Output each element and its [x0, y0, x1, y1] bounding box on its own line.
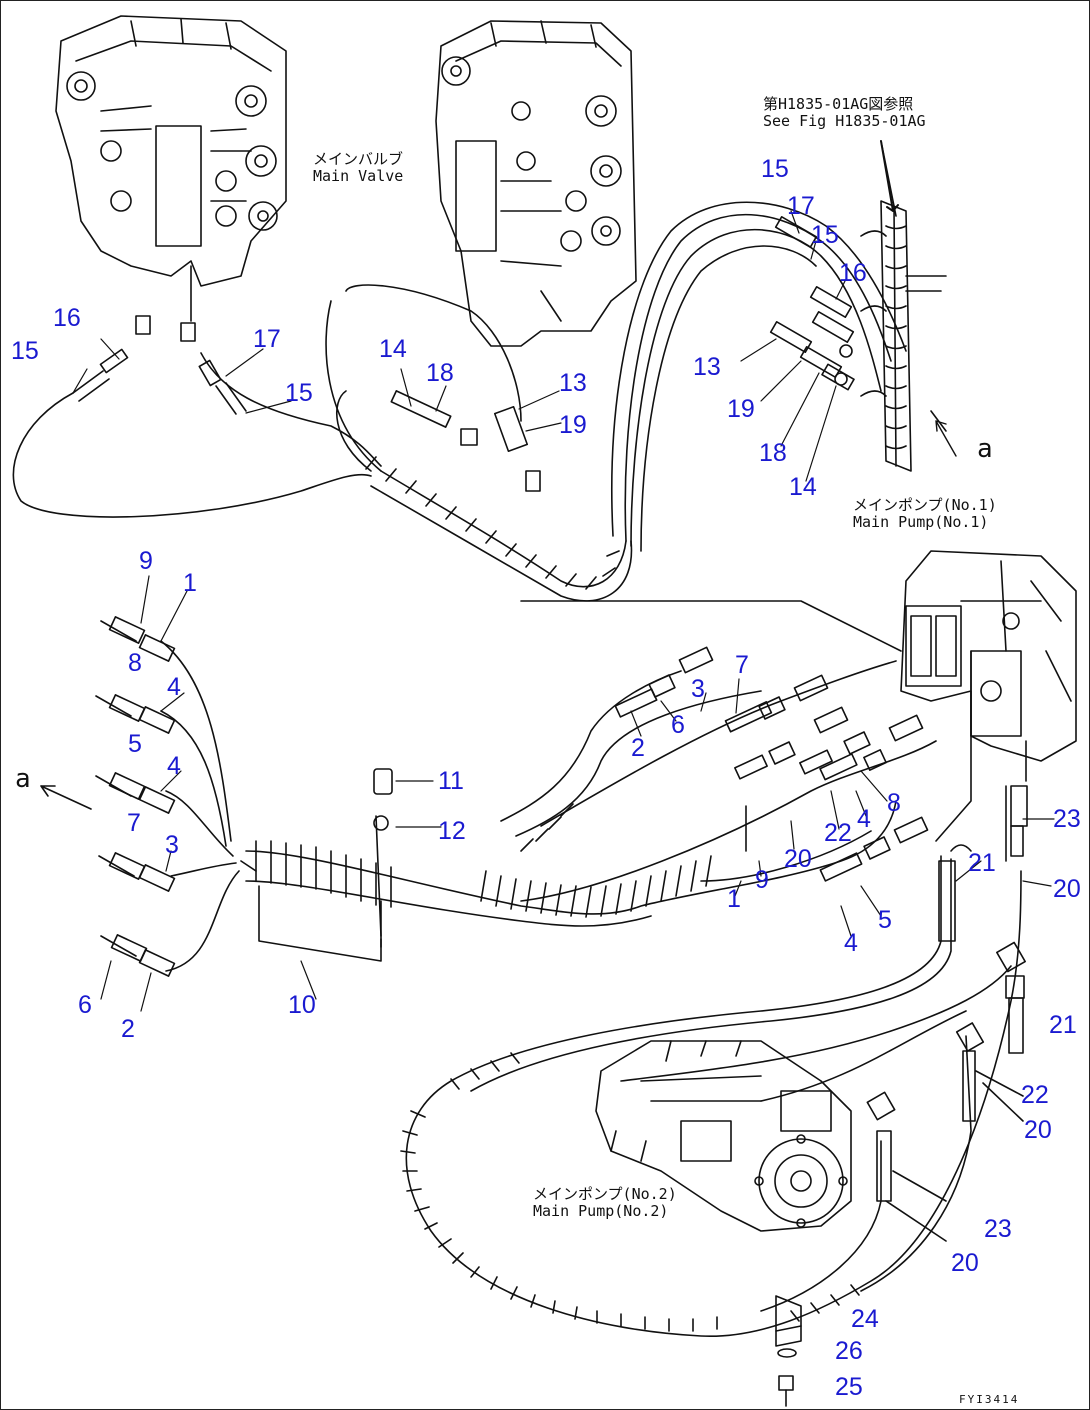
- callout-15: 15: [811, 221, 839, 249]
- lower-hose-bundle: [95, 600, 1007, 977]
- callout-18: 18: [759, 439, 787, 467]
- callout-20: 20: [784, 845, 812, 873]
- callout-9: 9: [755, 866, 769, 894]
- callout-12: 12: [438, 817, 466, 845]
- callout-6: 6: [78, 991, 92, 1019]
- callout-23: 23: [984, 1215, 1012, 1243]
- callout-14: 14: [789, 473, 817, 501]
- callout-2: 2: [121, 1015, 135, 1043]
- callout-22: 22: [824, 819, 852, 847]
- callout-6: 6: [671, 711, 685, 739]
- callout-11: 11: [438, 767, 464, 795]
- view-letter-right: a: [977, 434, 993, 464]
- callout-4: 4: [857, 805, 871, 833]
- main-valve-label-jp: メインバルブ: [313, 150, 404, 168]
- callout-23: 23: [1053, 805, 1081, 833]
- callout-21: 21: [1049, 1011, 1077, 1039]
- main-pump-1-label-en: Main Pump(No.1): [853, 513, 989, 532]
- reference-note: 第H1835-01AG図参照 See Fig H1835-01AG: [763, 95, 926, 131]
- main-pump-2-label: メインポンプ(No.2) Main Pump(No.2): [533, 1185, 677, 1221]
- callout-1: 1: [727, 885, 741, 913]
- main-valve-label-en: Main Valve: [313, 167, 404, 186]
- callout-24: 24: [851, 1305, 879, 1333]
- callout-18: 18: [426, 359, 454, 387]
- callout-16: 16: [53, 304, 81, 332]
- callout-13: 13: [693, 353, 721, 381]
- reference-note-en: See Fig H1835-01AG: [763, 112, 926, 131]
- callout-3: 3: [165, 831, 179, 859]
- main-valve-left-drawing: [55, 15, 287, 322]
- callout-26: 26: [835, 1337, 863, 1365]
- callout-5: 5: [128, 730, 142, 758]
- main-pump-1-label-jp: メインポンプ(No.1): [853, 496, 997, 514]
- callout-25: 25: [835, 1373, 863, 1401]
- view-letter-left: a: [15, 764, 31, 794]
- callout-2: 2: [631, 734, 645, 762]
- callout-15: 15: [11, 337, 39, 365]
- callout-20: 20: [1024, 1116, 1052, 1144]
- callout-8: 8: [128, 649, 142, 677]
- callout-20: 20: [951, 1249, 979, 1277]
- lower-loop-hoses: [400, 785, 1028, 1407]
- callout-14: 14: [379, 335, 407, 363]
- callout-4: 4: [167, 673, 181, 701]
- callout-3: 3: [691, 675, 705, 703]
- main-valve-label: メインバルブ Main Valve: [313, 150, 404, 186]
- callout-17: 17: [787, 192, 815, 220]
- main-pump-1-drawing: [900, 550, 1077, 842]
- callout-10: 10: [288, 991, 316, 1019]
- figure-code: FYI3414: [959, 1393, 1020, 1406]
- upper-hose-bundle: [12, 201, 907, 602]
- callout-8: 8: [887, 789, 901, 817]
- callout-13: 13: [559, 369, 587, 397]
- clamp-strip: [860, 140, 947, 472]
- main-pump-1-label: メインポンプ(No.1) Main Pump(No.1): [853, 496, 997, 532]
- callout-4: 4: [844, 929, 858, 957]
- callout-16: 16: [839, 259, 867, 287]
- callout-19: 19: [559, 411, 587, 439]
- callout-5: 5: [878, 906, 892, 934]
- callout-7: 7: [735, 651, 749, 679]
- main-pump-2-label-jp: メインポンプ(No.2): [533, 1185, 677, 1203]
- main-pump-2-label-en: Main Pump(No.2): [533, 1202, 669, 1221]
- callout-7: 7: [127, 809, 141, 837]
- callout-15: 15: [285, 379, 313, 407]
- main-valve-center-drawing: [435, 20, 637, 347]
- callout-20: 20: [1053, 875, 1081, 903]
- callout-1: 1: [183, 569, 197, 597]
- callout-15: 15: [761, 155, 789, 183]
- callout-22: 22: [1021, 1081, 1049, 1109]
- callout-17: 17: [253, 325, 281, 353]
- reference-note-jp: 第H1835-01AG図参照: [763, 95, 914, 113]
- callout-4: 4: [167, 752, 181, 780]
- callout-9: 9: [139, 547, 153, 575]
- callout-21: 21: [968, 849, 996, 877]
- main-pump-2-drawing: [595, 1040, 852, 1232]
- callout-19: 19: [727, 395, 755, 423]
